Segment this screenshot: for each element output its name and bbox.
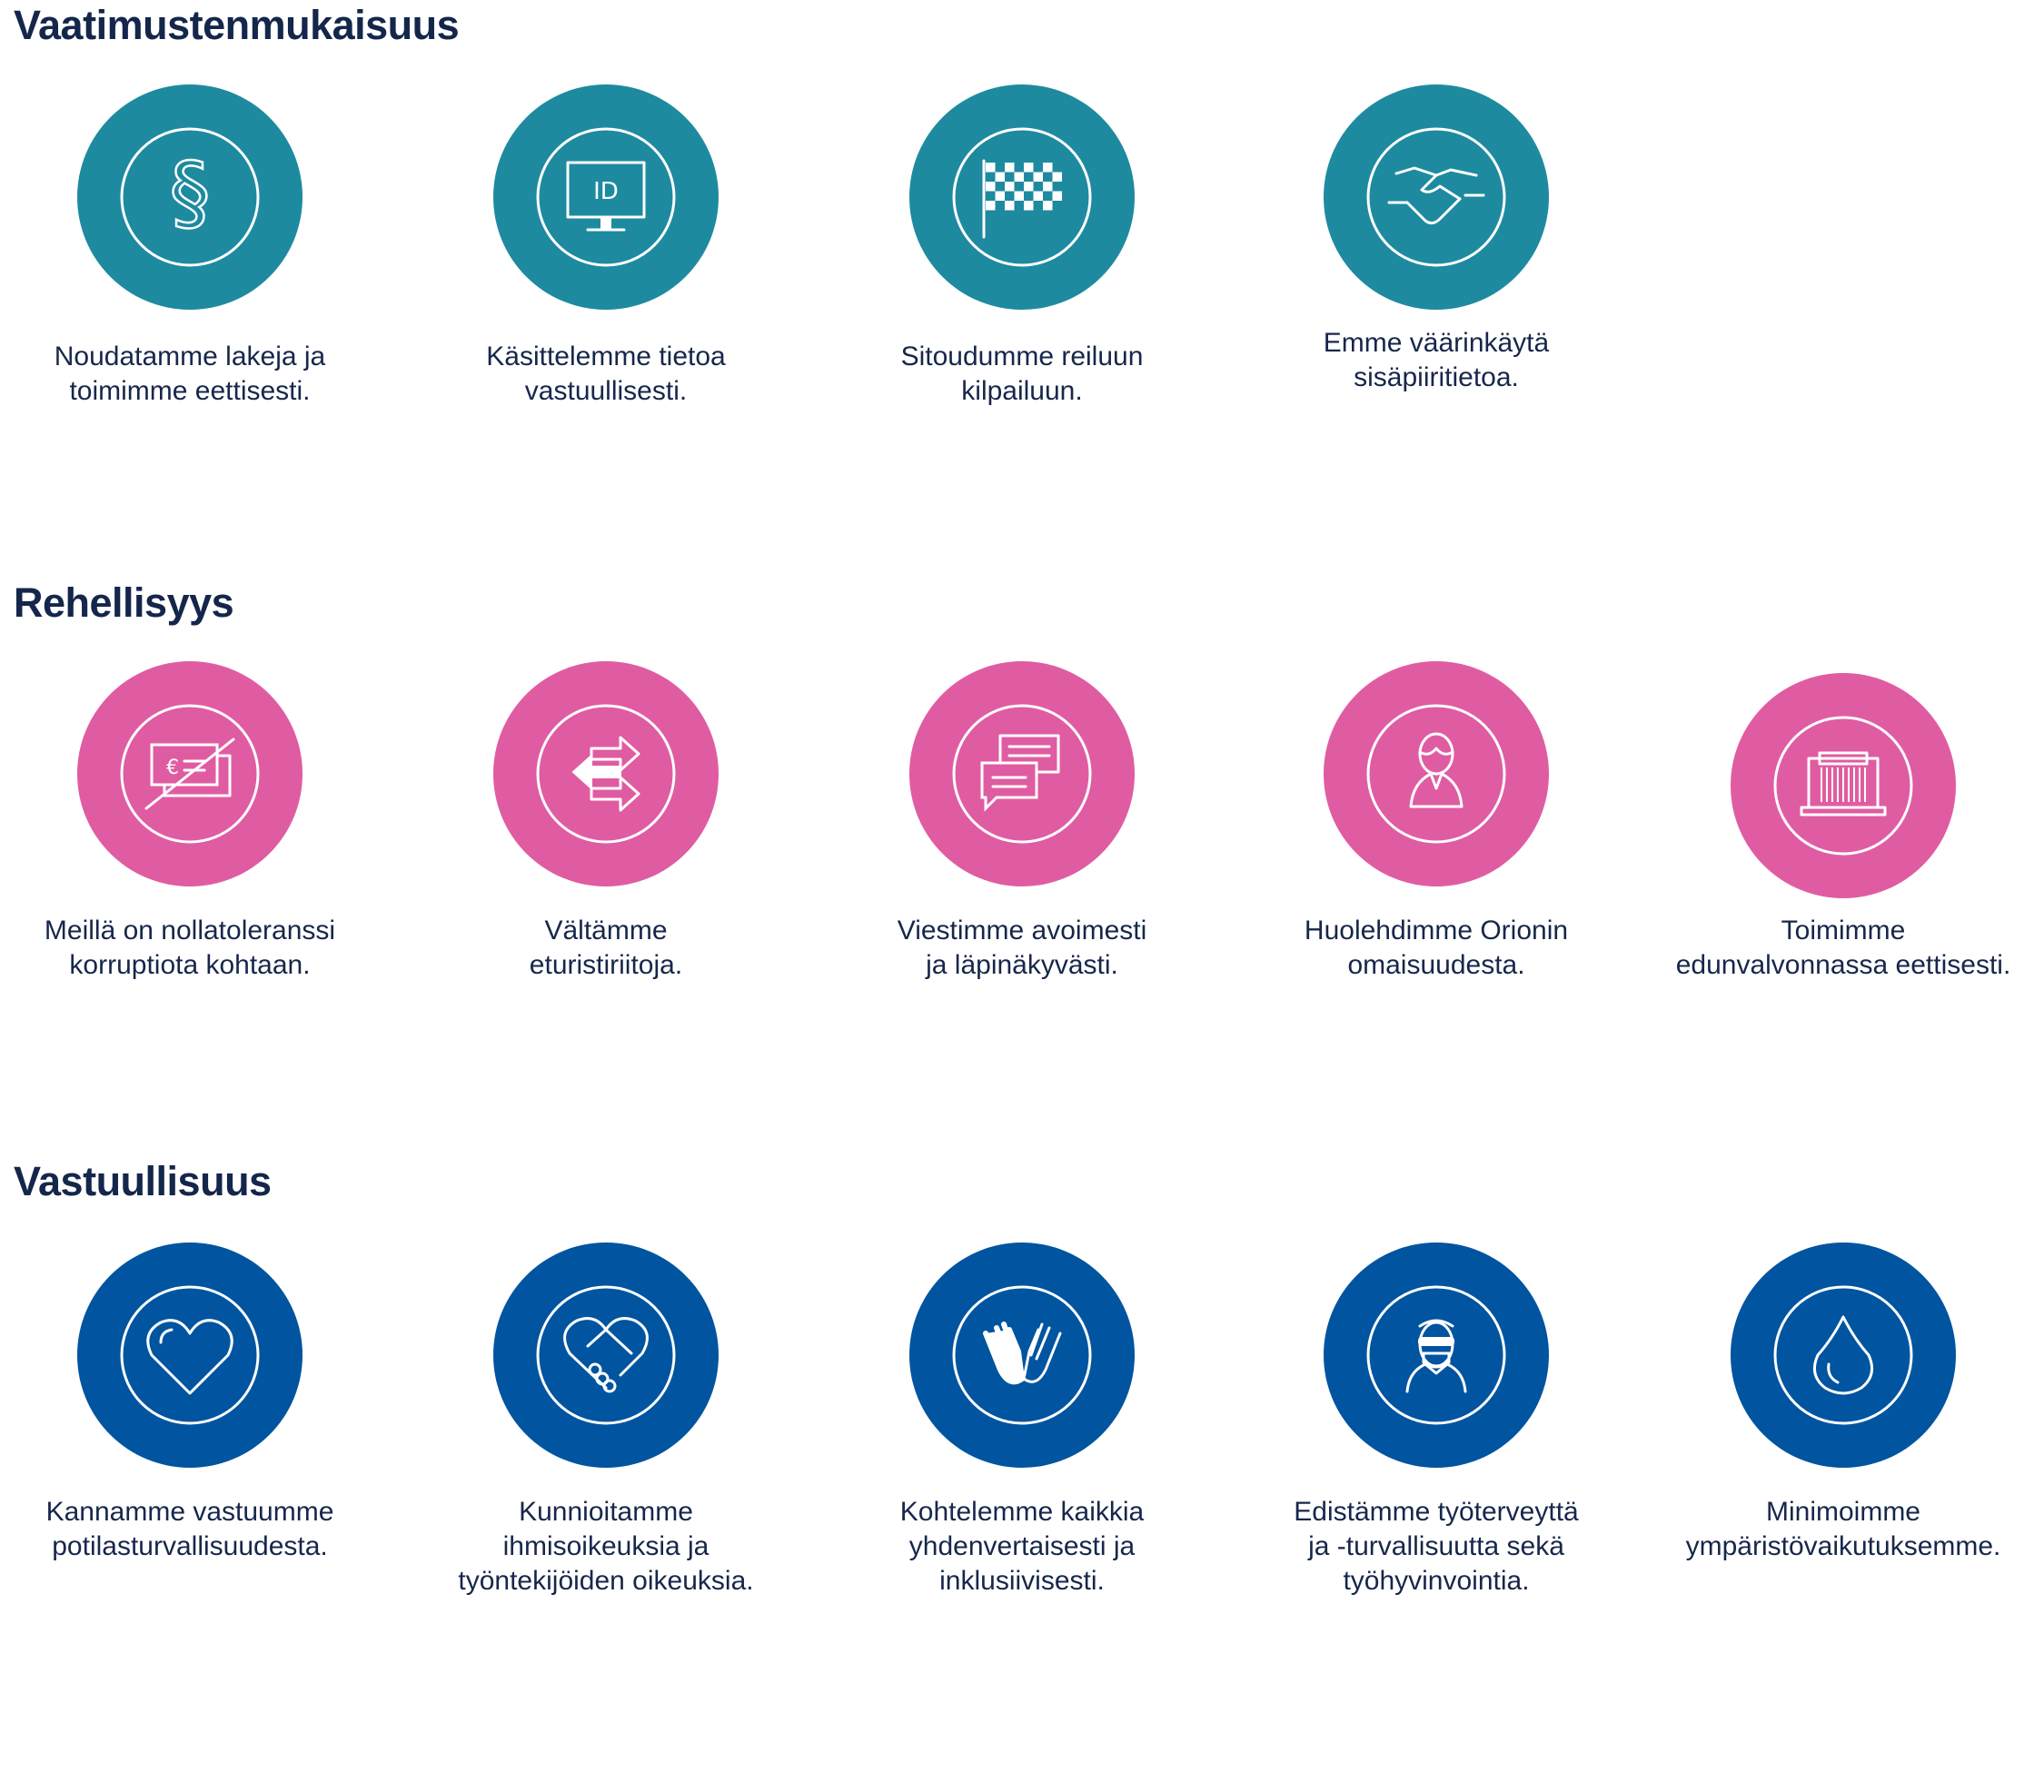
value-label-line: ja -turvallisuutta sekä [1308,1531,1564,1561]
hands-icon [909,1243,1135,1468]
value-label-line: sisäpiiritietoa. [1354,362,1519,392]
value-label: Käsittelemme tietoa vastuullisesti. [406,340,806,409]
value-label: Kannamme vastuumme potilasturvallisuudest… [0,1495,390,1564]
value-label-line: korruptiota kohtaan. [69,950,311,980]
handshake-icon [1324,84,1549,310]
svg-text:ID: ID [593,178,619,205]
value-label-line: Minimoimme [1765,1497,1920,1527]
value-label-line: ja läpinäkyvästi. [926,950,1118,980]
value-item: Kunnioitamme ihmisoikeuksia ja työntekijöi… [406,1243,806,1599]
value-label-line: inklusiivisesti. [939,1566,1105,1596]
value-label-line: kilpailuun. [961,376,1083,406]
value-label-line: Sitoudumme reiluun [900,342,1144,371]
value-label-line: Toimimme [1781,916,1906,946]
value-item: Edistämme työterveyttä ja -turvallisuutta… [1236,1243,1636,1599]
value-item: Toimimme edunvalvonnassa eettisesti. [1643,673,2043,983]
value-label: Edistämme työterveyttä ja -turvallisuutta… [1236,1495,1636,1599]
parliament-building-icon [1731,673,1956,898]
value-item: € Meillä on nollatoleranssi korruptiota ko… [0,661,390,983]
paragraph-icon: § [77,84,303,310]
safety-worker-icon [1324,1243,1549,1468]
value-item: Viestimme avoimesti ja läpinäkyvästi. [822,661,1222,983]
value-label: Sitoudumme reiluun kilpailuun. [822,340,1222,409]
value-label-line: Käsittelemme tietoa [486,342,726,371]
value-label-line: Vältämme [544,916,668,946]
value-label-line: yhdenvertaisesti ja [908,1531,1136,1561]
heart-handshake-icon [493,1243,719,1468]
value-label-line: ympäristövaikutuksemme. [1685,1531,2001,1561]
value-label-line: Viestimme avoimesti [897,916,1147,946]
value-item: § Noudatamme lakeja ja toimimme eettisesti… [0,84,390,409]
value-item: Kohtelemme kaikkia yhdenvertaisesti ja ink… [822,1243,1222,1599]
value-label-line: vastuullisesti. [524,376,688,406]
value-label: Emme väärinkäytä sisäpiiritietoa. [1236,326,1636,395]
value-label: Meillä on nollatoleranssi korruptiota koh… [0,914,390,983]
section-heading-compliance: Vaatimustenmukaisuus [14,2,460,48]
svg-text:§: § [170,145,211,241]
value-item: ID Käsittelemme tietoa vastuullisesti. [406,84,806,409]
value-item: Emme väärinkäytä sisäpiiritietoa. [1236,84,1636,395]
conflict-arrows-icon [493,661,719,886]
value-label: Kunnioitamme ihmisoikeuksia ja työntekijöi… [406,1495,806,1599]
chat-bubbles-icon [909,661,1135,886]
value-item: Vältämme eturistiriitoja. [406,661,806,983]
svg-text:€: € [166,757,179,779]
no-bribe-money-icon: € [77,661,303,886]
value-label-line: työhyvinvointia. [1343,1566,1530,1596]
value-label: Toimimme edunvalvonnassa eettisesti. [1643,914,2043,983]
value-label-line: eturistiriitoja. [529,950,683,980]
section-heading-honesty: Rehellisyys [14,579,234,626]
value-label-line: Edistämme työterveyttä [1294,1497,1579,1527]
value-label-line: Huolehdimme Orionin [1304,916,1569,946]
water-drop-icon [1731,1243,1956,1468]
value-label-line: Kohtelemme kaikkia [899,1497,1145,1527]
value-label: Vältämme eturistiriitoja. [406,914,806,983]
value-label-line: Meillä on nollatoleranssi [44,916,336,946]
heart-icon [77,1243,303,1468]
value-label-line: Kannamme vastuumme [45,1497,334,1527]
id-monitor-icon: ID [493,84,719,310]
value-label-line: Emme väärinkäytä [1323,328,1550,358]
value-label-line: ihmisoikeuksia ja [502,1531,709,1561]
value-item: Minimoimme ympäristövaikutuksemme. [1643,1243,2043,1564]
value-label-line: toimimme eettisesti. [69,376,311,406]
value-label-line: Kunnioitamme [519,1497,693,1527]
value-item: Sitoudumme reiluun kilpailuun. [822,84,1222,409]
value-item: Huolehdimme Orionin omaisuudesta. [1236,661,1636,983]
value-label-line: potilasturvallisuudesta. [52,1531,328,1561]
value-label: Noudatamme lakeja ja toimimme eettisesti. [0,340,390,409]
section-heading-responsibility: Vastuullisuus [14,1158,272,1204]
value-label-line: edunvalvonnassa eettisesti. [1675,950,2011,980]
value-label-line: omaisuudesta. [1347,950,1525,980]
value-label: Huolehdimme Orionin omaisuudesta. [1236,914,1636,983]
value-label: Viestimme avoimesti ja läpinäkyvästi. [822,914,1222,983]
person-icon [1324,661,1549,886]
value-label-line: Noudatamme lakeja ja [54,342,326,371]
value-item: Kannamme vastuumme potilasturvallisuudest… [0,1243,390,1564]
value-label-line: työntekijöiden oikeuksia. [458,1566,754,1596]
value-label: Minimoimme ympäristövaikutuksemme. [1643,1495,2043,1564]
value-label: Kohtelemme kaikkia yhdenvertaisesti ja ink… [822,1495,1222,1599]
checkered-flag-icon [909,84,1135,310]
